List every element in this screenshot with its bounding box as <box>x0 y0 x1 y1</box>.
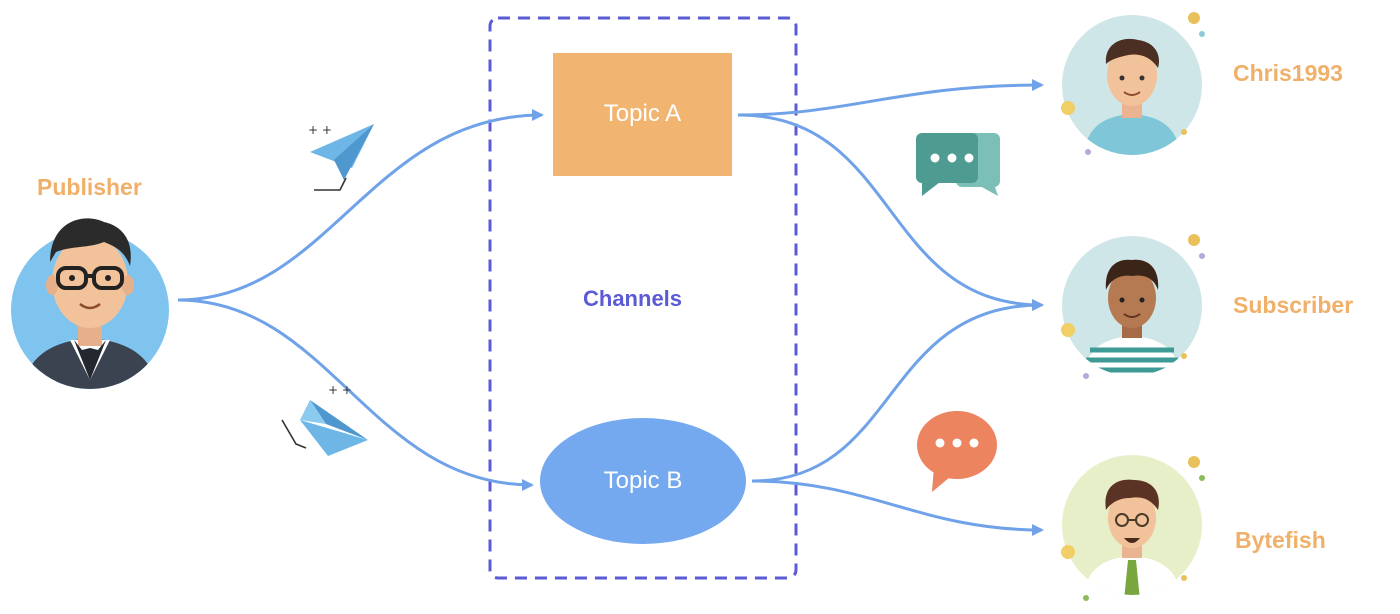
publisher-avatar-icon <box>11 218 169 389</box>
topic-a-label: Topic A <box>603 100 682 127</box>
paper-plane-icon: + + <box>308 123 374 191</box>
speech-bubble-icon <box>917 411 997 492</box>
paper-plane-icon: + + <box>281 383 368 456</box>
subscriber-avatar-icon <box>1061 234 1205 379</box>
flow-topic-a-to-subscriber <box>737 113 1044 311</box>
flow-lines <box>177 79 1044 536</box>
chat-bubbles-icon <box>916 133 1000 196</box>
chris1993-label: Chris1993 <box>1233 60 1343 86</box>
bytefish-avatar-icon <box>1061 455 1205 601</box>
flow-publisher-to-topic-a <box>177 109 544 302</box>
flow-topic-b-to-bytefish <box>751 479 1044 536</box>
flow-topic-b-to-subscriber <box>751 299 1044 483</box>
channels-label: Channels <box>583 286 683 311</box>
chris1993-avatar-icon <box>1061 12 1205 155</box>
channels-container <box>488 16 798 580</box>
svg-text:+ +: + + <box>308 123 332 137</box>
flow-publisher-to-topic-b <box>177 298 534 491</box>
flow-topic-a-to-chris1993 <box>737 79 1044 117</box>
topic-a-box <box>553 53 732 176</box>
svg-text:+ +: + + <box>328 383 352 397</box>
subscriber-label: Subscriber <box>1233 292 1354 318</box>
bytefish-label: Bytefish <box>1235 527 1326 553</box>
publisher-label: Publisher <box>37 174 142 200</box>
topic-b-label: Topic B <box>603 467 683 494</box>
topic-b-ellipse <box>540 418 746 544</box>
